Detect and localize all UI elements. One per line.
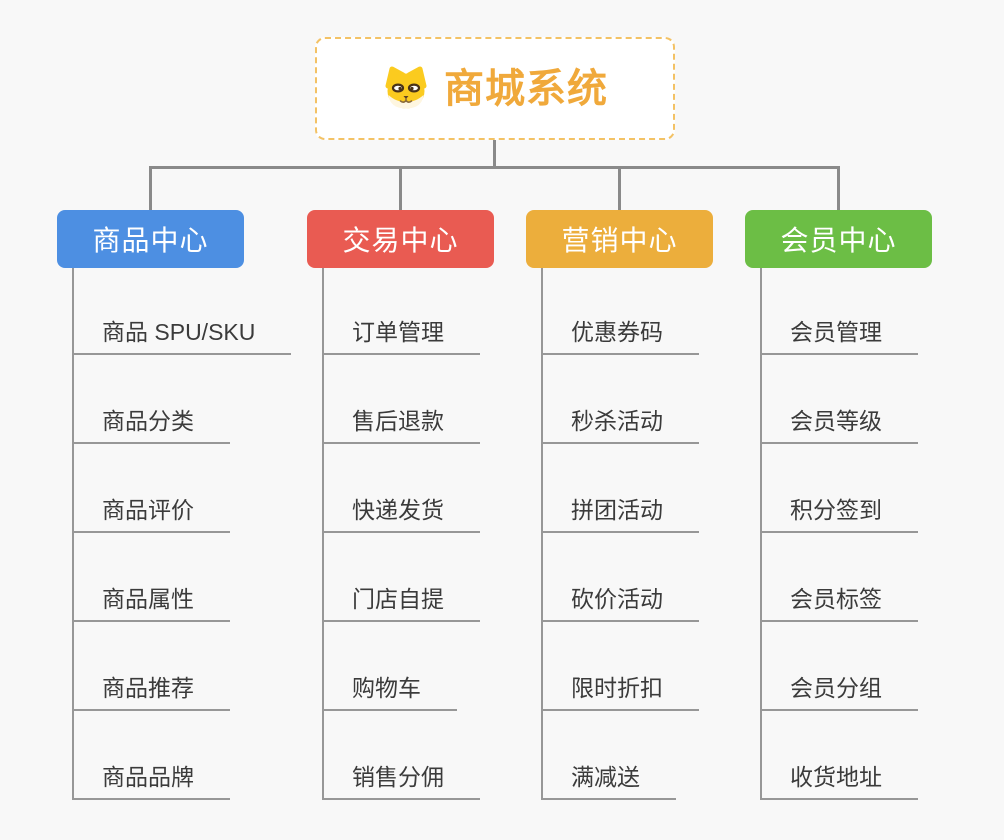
node-product-review[interactable]: 商品评价 [72,495,230,533]
connector-drop-product [149,166,152,210]
node-product-attribute[interactable]: 商品属性 [72,584,230,622]
node-member-tag[interactable]: 会员标签 [760,584,918,622]
node-member-management[interactable]: 会员管理 [760,317,918,355]
node-shopping-cart[interactable]: 购物车 [322,673,457,711]
node-product-category[interactable]: 商品分类 [72,406,230,444]
node-flash-sale[interactable]: 秒杀活动 [541,406,699,444]
connector-drop-marketing [618,166,621,210]
branch-trade-center[interactable]: 交易中心 [307,210,494,268]
spine-trade [322,268,324,799]
connector-horizontal-bus [149,166,840,169]
node-product-brand[interactable]: 商品品牌 [72,762,230,800]
node-product-spu-sku[interactable]: 商品 SPU/SKU [72,317,292,355]
connector-drop-member [837,166,840,210]
node-points-checkin[interactable]: 积分签到 [760,495,918,533]
branch-marketing-center[interactable]: 营销中心 [526,210,713,268]
spine-member [760,268,762,799]
node-shipping-address[interactable]: 收货地址 [760,762,918,800]
node-limited-discount[interactable]: 限时折扣 [541,673,699,711]
connector-drop-trade [399,166,402,210]
connector-root-drop [493,139,496,169]
branch-product-center[interactable]: 商品中心 [57,210,244,268]
node-coupon-code[interactable]: 优惠券码 [541,317,699,355]
node-member-group[interactable]: 会员分组 [760,673,918,711]
node-member-level[interactable]: 会员等级 [760,406,918,444]
node-sales-commission[interactable]: 销售分佣 [322,762,480,800]
spine-marketing [541,268,543,799]
node-group-buy[interactable]: 拼团活动 [541,495,699,533]
dog-logo-icon [385,66,427,109]
root-title: 商城系统 [444,66,608,111]
branch-member-center[interactable]: 会员中心 [745,210,932,268]
node-express-delivery[interactable]: 快递发货 [322,495,480,533]
root-node[interactable]: 商城系统 [315,37,675,140]
node-product-recommend[interactable]: 商品推荐 [72,673,230,711]
node-full-reduction[interactable]: 满减送 [541,762,676,800]
node-store-pickup[interactable]: 门店自提 [322,584,480,622]
node-order-management[interactable]: 订单管理 [322,317,480,355]
node-bargain-activity[interactable]: 砍价活动 [541,584,699,622]
spine-product [72,268,74,799]
node-aftersale-refund[interactable]: 售后退款 [322,406,480,444]
